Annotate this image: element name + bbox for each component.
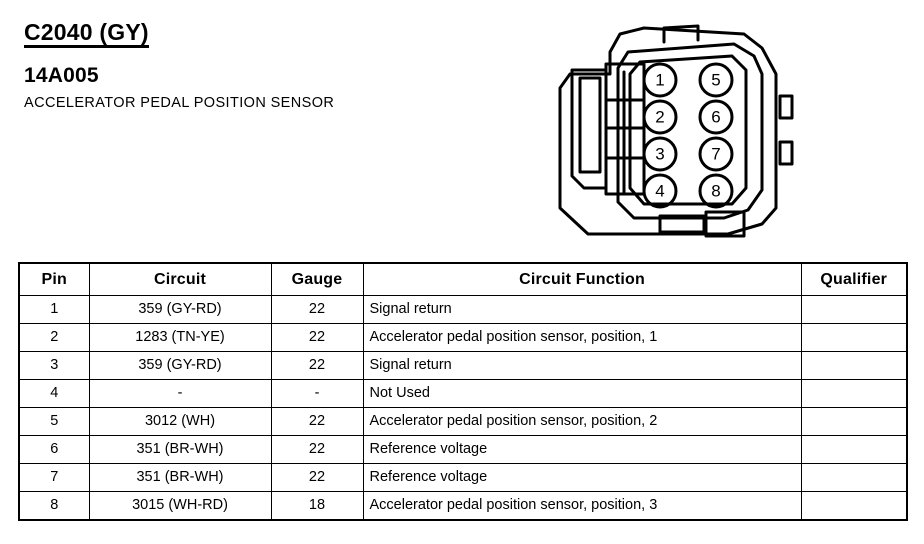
pin-label-4: 4 (655, 182, 664, 201)
function-cell: Reference voltage (362, 463, 802, 492)
pin-label-5: 5 (711, 71, 720, 90)
connector-inner-shell (616, 42, 764, 220)
pin-circle-6 (698, 99, 734, 135)
pin-label-7: 7 (711, 145, 720, 164)
pin-label-1: 1 (655, 71, 664, 90)
function-cell: Accelerator pedal position sensor, posit… (362, 407, 802, 436)
pin-cell: 6 (18, 435, 90, 464)
gauge-cell: 22 (270, 407, 364, 436)
top-tab (662, 24, 700, 44)
pin-cell: 2 (18, 323, 90, 352)
circuit-cell: 351 (BR-WH) (88, 435, 272, 464)
pin-circle-7 (698, 136, 734, 172)
column-header-pin: Pin (18, 262, 90, 296)
pin-label-3: 3 (655, 145, 664, 164)
qualifier-cell (800, 379, 908, 408)
connector-diagram: 1 2 3 4 5 6 7 8 (548, 12, 798, 240)
function-cell: Signal return (362, 295, 802, 324)
pin-circle-5 (698, 62, 734, 98)
qualifier-cell (800, 351, 908, 380)
qualifier-cell (800, 295, 908, 324)
circuit-cell: 3015 (WH-RD) (88, 491, 272, 521)
pin-cell: 3 (18, 351, 90, 380)
column-header-function: Circuit Function (362, 262, 802, 296)
pin-label-2: 2 (655, 108, 664, 127)
pin-circle-8 (698, 173, 734, 209)
circuit-cell: 351 (BR-WH) (88, 463, 272, 492)
gauge-cell: - (270, 379, 364, 408)
gauge-cell: 22 (270, 435, 364, 464)
pin-circle-1 (642, 62, 678, 98)
part-number: 14A005 (24, 64, 99, 88)
connector-cavity-rim (628, 54, 748, 206)
table-row: 4--Not Used (18, 379, 908, 408)
column-header-gauge: Gauge (270, 262, 364, 296)
circuit-cell: 3012 (WH) (88, 407, 272, 436)
pin-table-container: Pin Circuit Gauge Circuit Function Quali… (18, 262, 908, 521)
table-header-row: Pin Circuit Gauge Circuit Function Quali… (18, 262, 908, 296)
right-lock-slot-lower (778, 140, 794, 166)
pin-label-6: 6 (711, 108, 720, 127)
function-cell: Not Used (362, 379, 802, 408)
gauge-cell: 22 (270, 323, 364, 352)
latch-inner (578, 76, 602, 174)
connector-outer-body (558, 26, 778, 236)
gauge-cell: 18 (270, 491, 364, 521)
pin-cell: 4 (18, 379, 90, 408)
pin-circle-3 (642, 136, 678, 172)
connector-header: C2040 (GY) 14A005 ACCELERATOR PEDAL POSI… (24, 20, 454, 114)
circuit-cell: - (88, 379, 272, 408)
qualifier-cell (800, 435, 908, 464)
circuit-cell: 1283 (TN-YE) (88, 323, 272, 352)
circuit-cell: 359 (GY-RD) (88, 351, 272, 380)
function-cell: Accelerator pedal position sensor, posit… (362, 491, 802, 521)
gauge-cell: 22 (270, 295, 364, 324)
circuit-cell: 359 (GY-RD) (88, 295, 272, 324)
pin-circle-4 (642, 173, 678, 209)
latch-outer (570, 68, 608, 190)
pin-cell: 5 (18, 407, 90, 436)
pin-assignment-table: Pin Circuit Gauge Circuit Function Quali… (18, 262, 908, 521)
right-lock-slot-upper (778, 94, 794, 120)
qualifier-cell (800, 463, 908, 492)
qualifier-cell (800, 407, 908, 436)
pin-circle-2 (642, 99, 678, 135)
function-cell: Accelerator pedal position sensor, posit… (362, 323, 802, 352)
pin-cell: 7 (18, 463, 90, 492)
gauge-cell: 22 (270, 351, 364, 380)
bottom-tab-left (658, 214, 706, 234)
component-name: ACCELERATOR PEDAL POSITION SENSOR (24, 95, 335, 112)
qualifier-cell (800, 323, 908, 352)
qualifier-cell (800, 491, 908, 521)
function-cell: Reference voltage (362, 435, 802, 464)
column-header-qualifier: Qualifier (800, 262, 908, 296)
bottom-tab-right (704, 210, 746, 238)
gauge-cell: 22 (270, 463, 364, 492)
pin-cell: 8 (18, 491, 90, 521)
pin-cell: 1 (18, 295, 90, 324)
function-cell: Signal return (362, 351, 802, 380)
connector-title: C2040 (GY) (24, 20, 149, 49)
pin-label-8: 8 (711, 182, 720, 201)
connector-drawing: 1 2 3 4 5 6 7 8 (558, 24, 794, 238)
column-header-circuit: Circuit (88, 262, 272, 296)
